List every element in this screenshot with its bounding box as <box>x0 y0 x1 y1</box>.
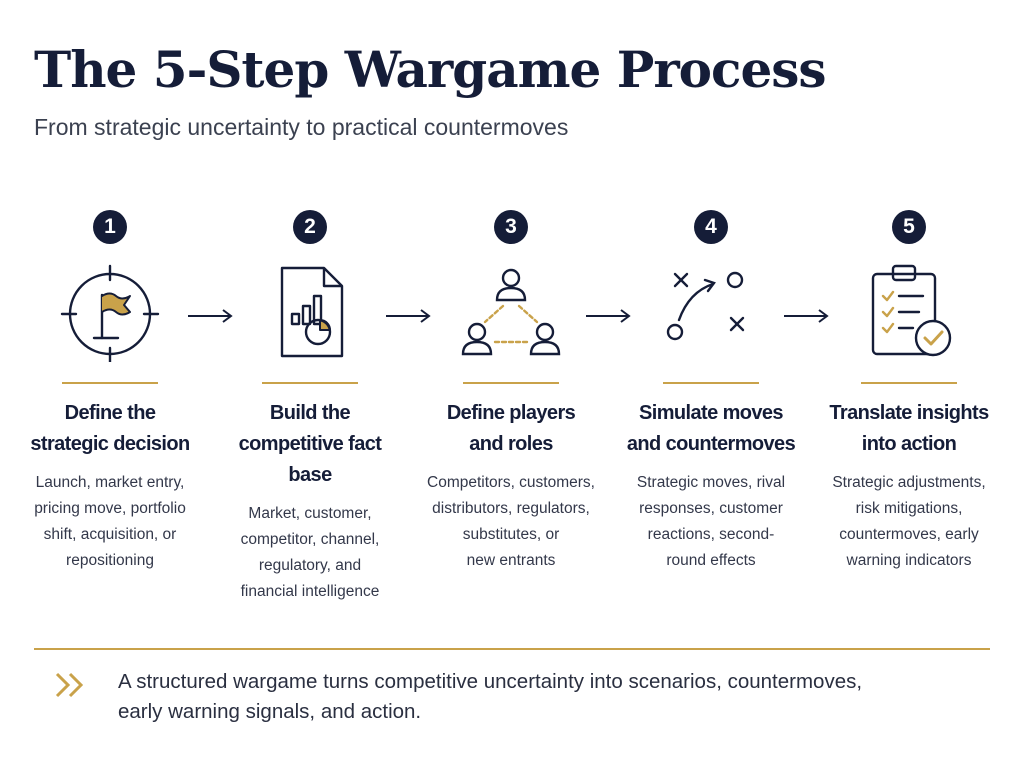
gold-divider <box>262 382 358 384</box>
step-description: Competitors, customers, distributors, re… <box>427 474 595 569</box>
step-title: Define players and roles <box>446 402 576 455</box>
checklist-clipboard-icon <box>859 262 959 362</box>
step-5: 5 Translate insights into action Strateg… <box>814 210 1004 574</box>
step-description: Strategic moves, rival responses, custom… <box>636 474 786 569</box>
target-flag-icon <box>60 262 160 362</box>
step-number-badge: 1 <box>93 210 127 244</box>
arrow-right-icon <box>188 309 233 323</box>
step-number-badge: 5 <box>892 210 926 244</box>
step-description: Launch, market entry, pricing move, port… <box>34 474 186 569</box>
report-chart-icon <box>260 262 360 362</box>
gold-divider <box>463 382 559 384</box>
double-chevron-icon <box>55 672 84 698</box>
arrow-right-icon <box>586 309 631 323</box>
footer-divider <box>34 648 990 650</box>
step-3: 3 Define players and roles Competitors, … <box>416 210 606 574</box>
step-title: Translate insights into action <box>829 402 989 455</box>
step-number-badge: 4 <box>694 210 728 244</box>
step-1: 1 Define the strategic decision Launch, … <box>15 210 205 574</box>
arrow-right-icon <box>784 309 829 323</box>
step-title: Simulate moves and countermoves <box>626 402 796 455</box>
gold-divider <box>861 382 957 384</box>
step-number-badge: 3 <box>494 210 528 244</box>
page-title: The 5-Step Wargame Process <box>34 40 827 99</box>
arrow-right-icon <box>386 309 431 323</box>
step-description: Market, customer, competitor, channel, r… <box>240 505 380 600</box>
step-title: Build the competitive fact base <box>238 402 382 486</box>
gold-divider <box>663 382 759 384</box>
play-diagram-icon <box>661 262 761 362</box>
step-number-badge: 2 <box>293 210 327 244</box>
step-2: 2 Build the competitive fact base Market… <box>215 210 405 605</box>
page-subtitle: From strategic uncertainty to practical … <box>34 114 569 140</box>
players-network-icon <box>461 262 561 362</box>
gold-divider <box>62 382 158 384</box>
step-4: 4 Simulate moves and countermoves Strate… <box>616 210 806 574</box>
step-title: Define the strategic decision <box>30 402 190 455</box>
step-description: Strategic adjustments, risk mitigations,… <box>832 474 986 569</box>
footer-summary: A structured wargame turns competitive u… <box>118 670 863 723</box>
